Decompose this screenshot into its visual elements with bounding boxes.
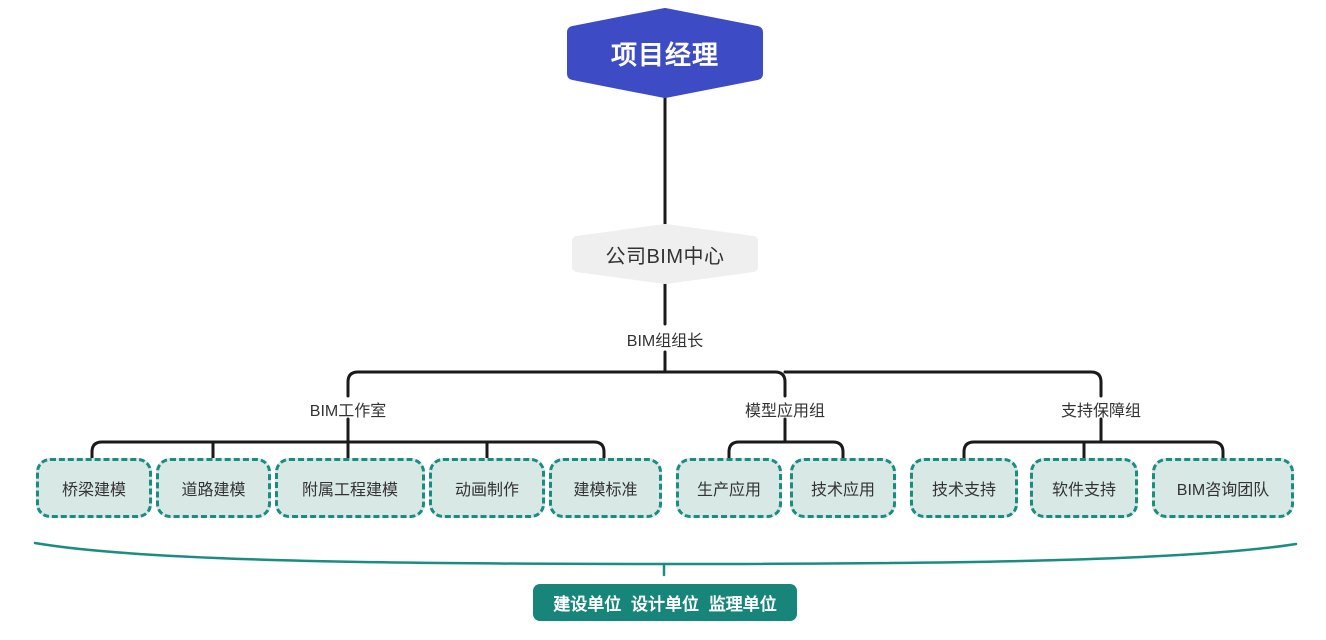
hexagon-shape — [572, 224, 758, 284]
footer-units-banner[interactable]: 建设单位 设计单位 监理单位 — [533, 584, 797, 621]
node-company-bim-center[interactable]: 公司BIM中心 — [571, 224, 759, 284]
leaf-production-application[interactable]: 生产应用 — [676, 458, 782, 518]
connector-main-branch — [346, 370, 1103, 398]
leaf-technical-support[interactable]: 技术支持 — [910, 458, 1018, 518]
leaf-animation-production[interactable]: 动画制作 — [429, 458, 545, 518]
bottom-brace — [33, 541, 1298, 566]
root-node-project-manager[interactable]: 项目经理 — [567, 8, 763, 98]
leaf-ancillary-works-modeling[interactable]: 附属工程建模 — [275, 458, 425, 518]
leaf-bridge-modeling[interactable]: 桥梁建模 — [36, 458, 152, 518]
connector-bim-studio — [90, 417, 606, 479]
leaf-modeling-standards[interactable]: 建模标准 — [549, 458, 662, 518]
node-bim-group-leader[interactable]: BIM组组长 — [626, 333, 704, 350]
branch-label-support-guarantee-group[interactable]: 支持保障组 — [1060, 403, 1142, 420]
connector-model-application — [727, 417, 845, 479]
leaf-road-modeling[interactable]: 道路建模 — [156, 458, 271, 518]
leaf-technical-application[interactable]: 技术应用 — [790, 458, 896, 518]
branch-label-model-application-group[interactable]: 模型应用组 — [744, 403, 826, 420]
hexagon-shape — [567, 8, 763, 98]
bim-center-label: 公司BIM中心 — [605, 245, 725, 268]
root-node-label: 项目经理 — [610, 39, 719, 70]
leaf-bim-consulting-team[interactable]: BIM咨询团队 — [1152, 458, 1294, 518]
branch-label-bim-studio[interactable]: BIM工作室 — [309, 403, 387, 420]
leaf-software-support[interactable]: 软件支持 — [1030, 458, 1138, 518]
